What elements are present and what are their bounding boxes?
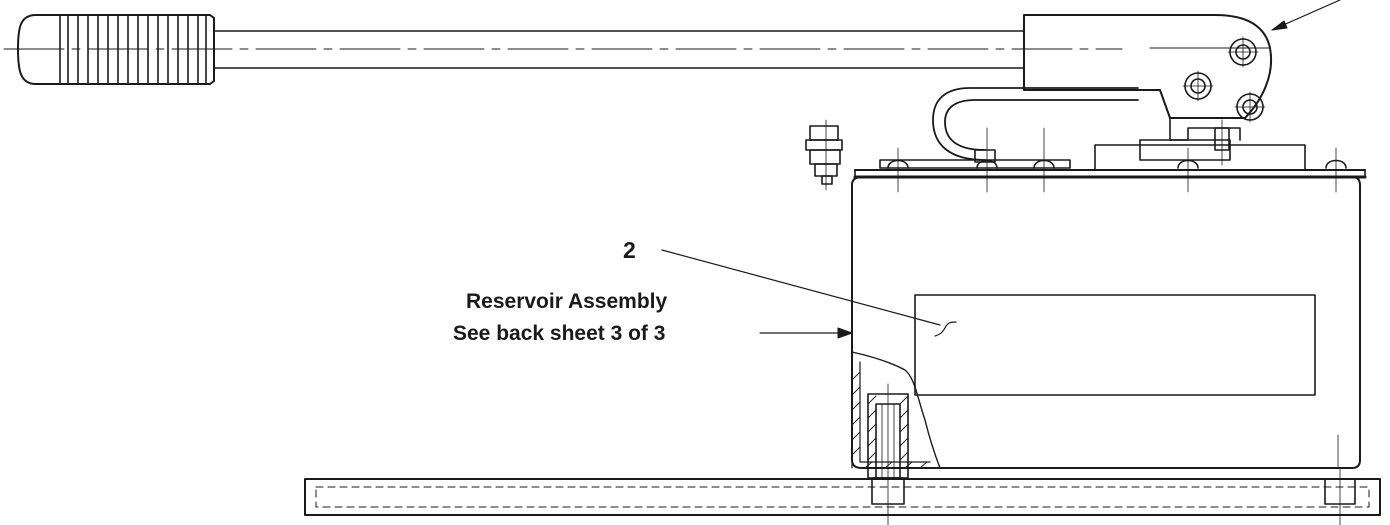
sheet-reference-label: See back sheet 3 of 3	[453, 322, 666, 345]
base-plate	[304, 467, 1381, 525]
pump-linkage	[1139, 117, 1241, 166]
handle-grip	[17, 14, 215, 85]
pivot-pins	[1182, 36, 1266, 123]
reservoir-leader-arrow	[759, 327, 853, 339]
callout-2-leader	[661, 249, 957, 337]
reservoir-cutaway	[851, 351, 941, 469]
top-plate-screws	[887, 127, 1347, 193]
mounting-bolt	[867, 383, 909, 525]
reservoir-assembly-label: Reservoir Assembly	[466, 290, 668, 313]
reservoir-body	[851, 176, 1361, 469]
leader-arrow-top-right	[1271, 0, 1341, 31]
return-spring-hook	[932, 87, 1139, 161]
callout-item-2: 2	[623, 237, 636, 263]
top-plate	[853, 144, 1367, 179]
fill-cap	[805, 119, 843, 191]
pump-handle	[3, 14, 1273, 119]
